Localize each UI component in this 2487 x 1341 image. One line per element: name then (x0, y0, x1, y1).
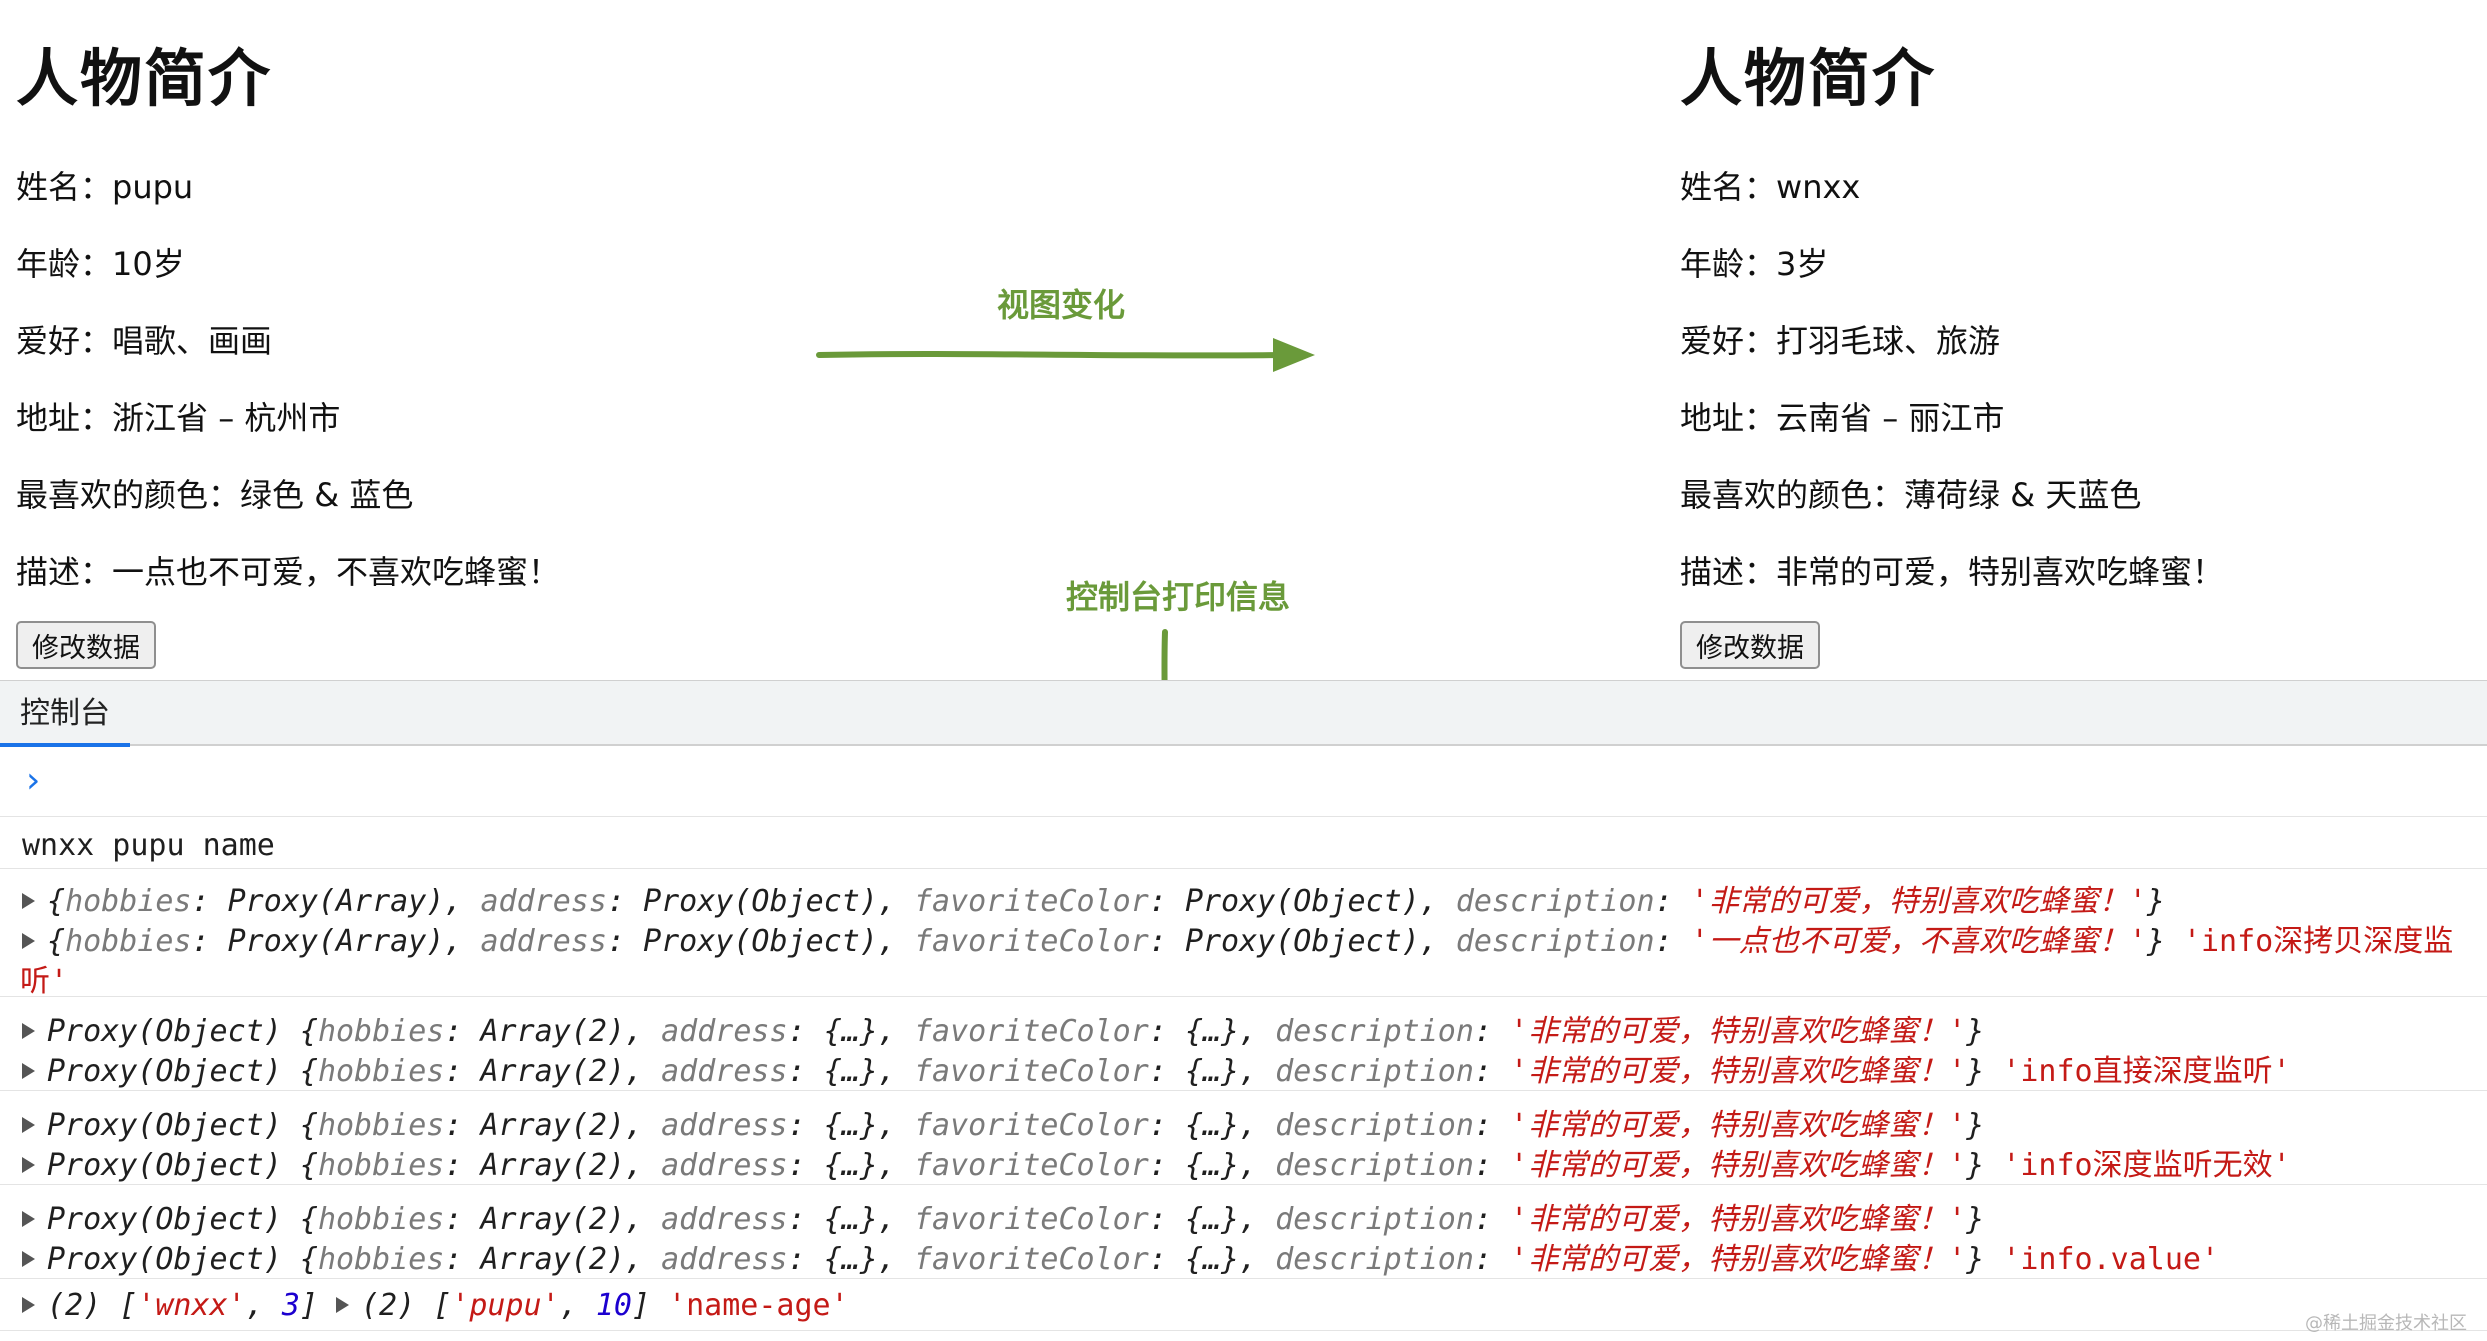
hobby-value: 打羽毛球、旅游 (1776, 322, 2001, 360)
divider (0, 1090, 2487, 1091)
divider (0, 816, 2487, 817)
console-object-row[interactable]: {hobbies: Proxy(Array), address: Proxy(O… (22, 916, 2453, 960)
page-title: 人物简介 (16, 42, 273, 115)
color-line: 最喜欢的颜色：绿色 & 蓝色 (16, 470, 413, 516)
expand-triangle-icon[interactable] (22, 1297, 35, 1313)
console-wrap-line: 听' (20, 964, 69, 999)
modify-data-button[interactable]: 修改数据 (1680, 621, 1820, 669)
hobby-label: 爱好： (16, 322, 113, 360)
divider (0, 1330, 2487, 1331)
console-object-row[interactable]: Proxy(Object) {hobbies: Array(2), addres… (22, 1006, 1984, 1050)
expand-triangle-icon[interactable] (22, 933, 35, 949)
desc-line: 描述：一点也不可爱，不喜欢吃蜂蜜！ (16, 547, 560, 593)
expand-triangle-icon[interactable] (22, 893, 35, 909)
view-change-annotation: 视图变化 (997, 286, 1126, 324)
desc-label: 描述： (1680, 553, 1777, 591)
devtools-panel: 控制台 › wnxx pupu name {hobbies: Proxy(Arr… (0, 680, 2487, 1341)
address-line: 地址：浙江省 – 杭州市 (16, 393, 340, 439)
age-line: 年龄：3岁 (1680, 239, 1828, 285)
color-label: 最喜欢的颜色： (1680, 476, 1905, 514)
tab-console[interactable]: 控制台 (0, 681, 130, 747)
age-value: 3岁 (1776, 245, 1829, 283)
right-arrow-icon (816, 338, 1315, 372)
hobby-line: 爱好：打羽毛球、旅游 (1680, 316, 2000, 362)
address-line: 地址：云南省 – 丽江市 (1680, 393, 2004, 439)
hobby-value: 唱歌、画画 (112, 322, 273, 360)
name-label: 姓名： (1680, 168, 1777, 206)
color-value: 薄荷绿 & 天蓝色 (1904, 476, 2142, 514)
expand-triangle-icon[interactable] (22, 1251, 35, 1267)
console-prompt-icon[interactable]: › (22, 760, 44, 801)
console-object-row[interactable]: Proxy(Object) {hobbies: Array(2), addres… (22, 1194, 1984, 1238)
name-value: pupu (112, 168, 194, 206)
devtools-tabbar: 控制台 (0, 680, 2487, 747)
desc-value: 一点也不可爱，不喜欢吃蜂蜜！ (112, 553, 561, 591)
modify-data-button[interactable]: 修改数据 (16, 621, 156, 669)
color-label: 最喜欢的颜色： (16, 476, 241, 514)
desc-label: 描述： (16, 553, 113, 591)
address-value: 浙江省 – 杭州市 (112, 399, 341, 437)
console-object-row[interactable]: Proxy(Object) {hobbies: Array(2), addres… (22, 1046, 2291, 1090)
age-label: 年龄： (1680, 245, 1777, 283)
desc-line: 描述：非常的可爱，特别喜欢吃蜂蜜！ (1680, 547, 2224, 593)
age-line: 年龄：10岁 (16, 239, 185, 285)
console-print-annotation: 控制台打印信息 (1066, 578, 1291, 616)
name-line: 姓名：pupu (16, 162, 193, 208)
watermark: @稀土掘金技术社区 (2305, 1313, 2467, 1334)
divider (0, 868, 2487, 869)
color-value: 绿色 & 蓝色 (240, 476, 414, 514)
console-log-line: wnxx pupu name (22, 828, 275, 863)
address-label: 地址： (1680, 399, 1777, 437)
expand-triangle-icon[interactable] (22, 1023, 35, 1039)
expand-triangle-icon[interactable] (22, 1157, 35, 1173)
console-object-row[interactable]: Proxy(Object) {hobbies: Array(2), addres… (22, 1140, 2291, 1184)
console-object-row[interactable]: {hobbies: Proxy(Array), address: Proxy(O… (22, 876, 2165, 920)
expand-triangle-icon[interactable] (22, 1117, 35, 1133)
console-object-row[interactable]: Proxy(Object) {hobbies: Array(2), addres… (22, 1234, 2219, 1278)
name-value: wnxx (1776, 168, 1861, 206)
expand-triangle-icon[interactable] (336, 1297, 349, 1313)
expand-triangle-icon[interactable] (22, 1063, 35, 1079)
hobby-line: 爱好：唱歌、画画 (16, 316, 272, 362)
name-line: 姓名：wnxx (1680, 162, 1860, 208)
expand-triangle-icon[interactable] (22, 1211, 35, 1227)
color-line: 最喜欢的颜色：薄荷绿 & 天蓝色 (1680, 470, 2141, 516)
console-object-row[interactable]: Proxy(Object) {hobbies: Array(2), addres… (22, 1100, 1984, 1144)
age-label: 年龄： (16, 245, 113, 283)
page-title: 人物简介 (1680, 42, 1937, 115)
divider (0, 996, 2487, 997)
desc-value: 非常的可爱，特别喜欢吃蜂蜜！ (1776, 553, 2225, 591)
name-label: 姓名： (16, 168, 113, 206)
divider (0, 1184, 2487, 1185)
hobby-label: 爱好： (1680, 322, 1777, 360)
divider (0, 1278, 2487, 1279)
address-label: 地址： (16, 399, 113, 437)
console-array-row[interactable]: (2) ['wnxx', 3] (2) ['pupu', 10] 'name-a… (22, 1288, 849, 1323)
address-value: 云南省 – 丽江市 (1776, 399, 2005, 437)
age-value: 10岁 (112, 245, 185, 283)
